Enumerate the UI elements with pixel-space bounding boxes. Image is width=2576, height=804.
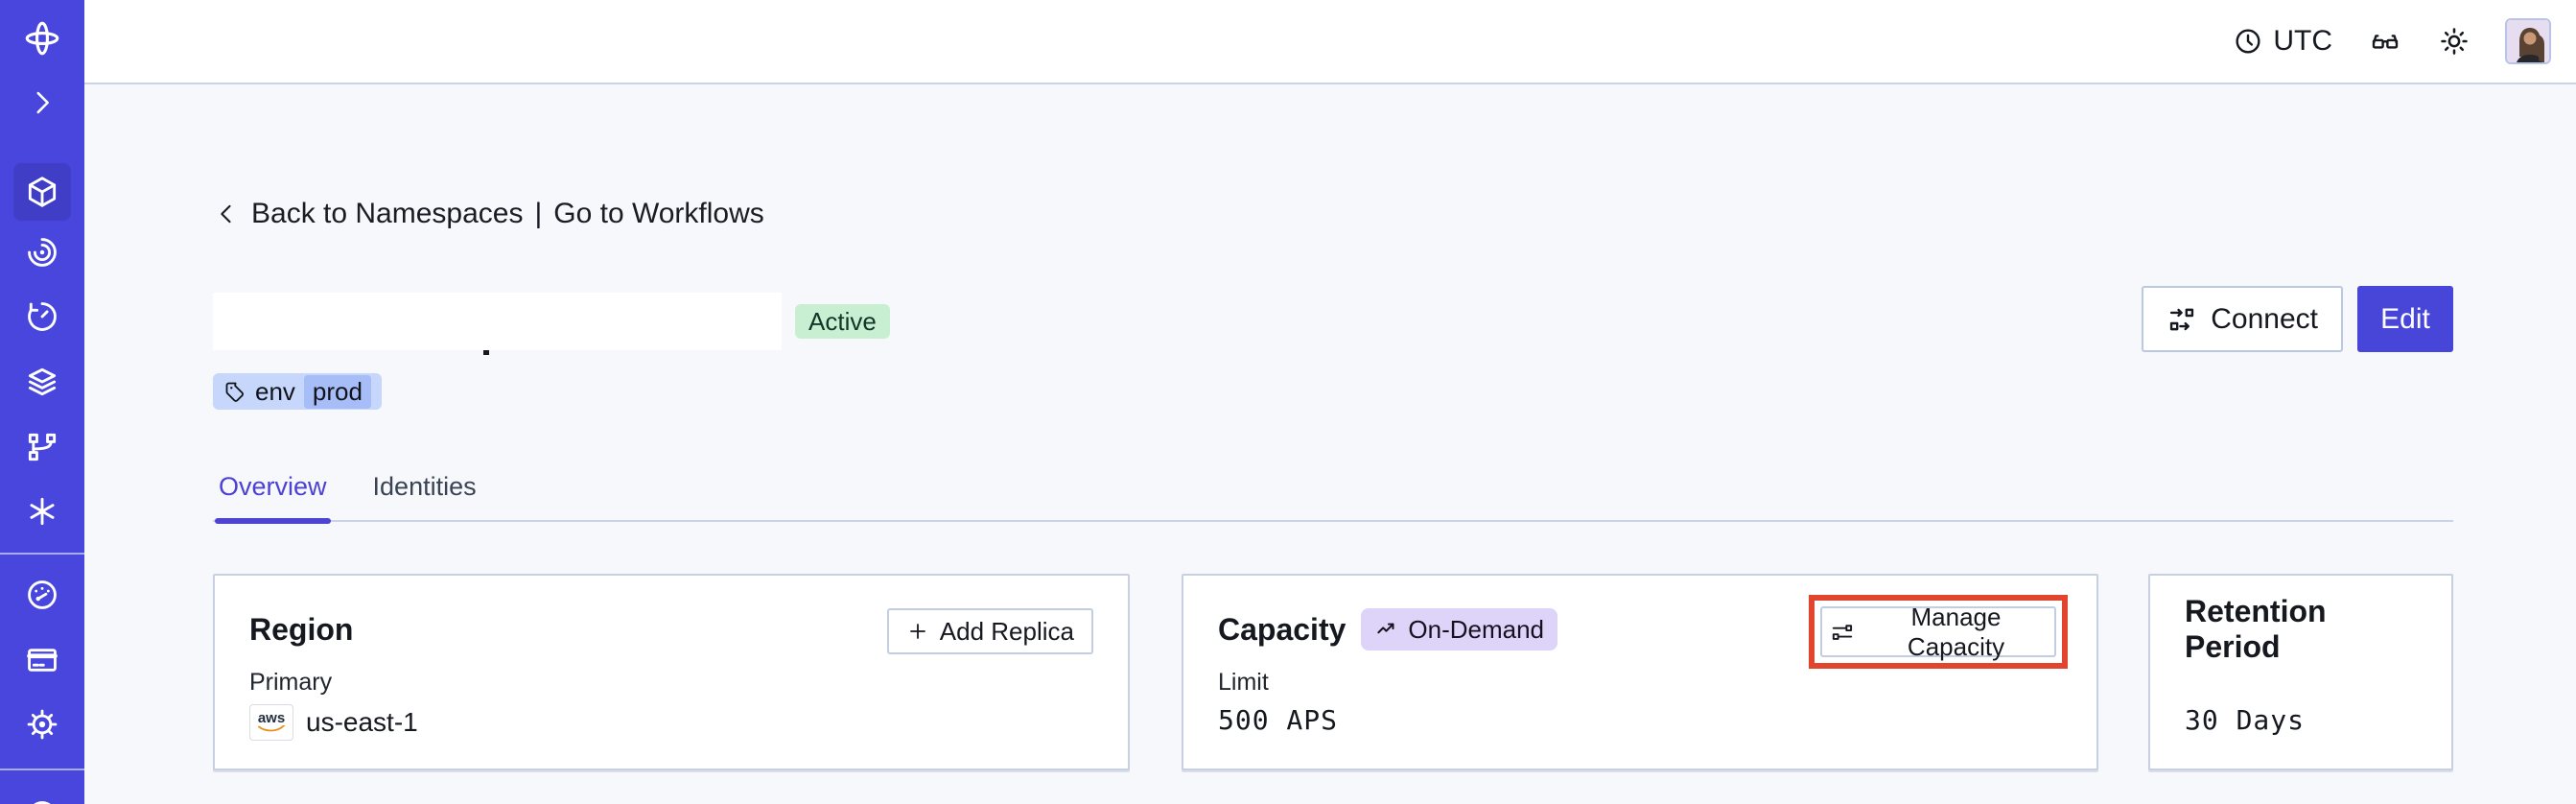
sliders-icon xyxy=(1830,620,1855,645)
temporal-logo-icon xyxy=(22,18,62,59)
swirl-icon xyxy=(24,234,60,271)
trending-up-icon xyxy=(1374,617,1399,642)
clock-icon xyxy=(2233,26,2263,57)
add-replica-label: Add Replica xyxy=(939,616,1074,646)
circle-icon xyxy=(24,797,60,804)
tab-identities[interactable]: Identities xyxy=(372,472,477,501)
flow-connect-icon xyxy=(2166,304,2197,335)
sidebar-divider xyxy=(0,769,84,770)
on-demand-badge: On-Demand xyxy=(1361,608,1558,650)
region-card-title: Region xyxy=(249,611,354,647)
sidebar-divider xyxy=(0,553,84,555)
billing-card-icon xyxy=(24,642,60,678)
cube-icon xyxy=(24,174,60,210)
sidebar-item-schedules[interactable] xyxy=(0,290,84,343)
theme-toggle-button[interactable] xyxy=(2438,25,2471,58)
sidebar xyxy=(0,0,84,804)
gauge-icon xyxy=(24,577,60,613)
aws-provider-badge: aws xyxy=(249,704,293,741)
status-badge: Active xyxy=(795,304,890,339)
edit-button[interactable]: Edit xyxy=(2357,286,2453,352)
aws-logo-text: aws xyxy=(257,710,286,726)
connect-button[interactable]: Connect xyxy=(2142,286,2343,352)
namespace-name-redacted xyxy=(213,293,782,350)
retention-value: 30 Days xyxy=(2185,704,2306,736)
gear-icon xyxy=(24,706,60,743)
sidebar-item-usage[interactable] xyxy=(0,568,84,622)
manage-capacity-button[interactable]: Manage Capacity xyxy=(1820,603,2056,661)
timer-icon xyxy=(24,298,60,335)
manage-capacity-label: Manage Capacity xyxy=(1907,602,2005,661)
sidebar-item-settings[interactable] xyxy=(0,698,84,751)
avatar-photo xyxy=(2507,20,2549,62)
capacity-value: 500 APS xyxy=(1218,704,1339,736)
region-value: us-east-1 xyxy=(306,707,418,737)
add-replica-button[interactable]: Add Replica xyxy=(886,608,1093,654)
connect-label: Connect xyxy=(2211,302,2318,335)
manage-capacity-highlight: Manage Capacity xyxy=(1809,595,2068,669)
asterisk-icon xyxy=(24,493,60,530)
codec-server-button[interactable] xyxy=(2367,26,2403,57)
tab-overview[interactable]: Overview xyxy=(215,462,331,524)
sidebar-item-namespaces[interactable] xyxy=(13,163,71,221)
sidebar-item-nexus[interactable] xyxy=(0,485,84,538)
header-actions: Connect Edit xyxy=(2142,286,2453,352)
capacity-card-title: Capacity xyxy=(1218,611,1347,647)
overview-cards: Region Add Replica Primary aws us-east-1 xyxy=(213,574,2453,770)
chevron-left-icon xyxy=(213,199,240,229)
retention-card-title: Retention Period xyxy=(2185,594,2327,664)
primary-label: Primary xyxy=(249,669,333,696)
timezone-label: UTC xyxy=(2273,25,2332,57)
branch-icon xyxy=(24,429,60,465)
plus-icon xyxy=(906,620,929,643)
timezone-selector[interactable]: UTC xyxy=(2233,25,2332,58)
namespace-header: Active Connect Edit xyxy=(213,286,2453,353)
sun-icon xyxy=(2438,25,2471,58)
tags: env prod xyxy=(213,373,2453,410)
expand-sidebar-button[interactable] xyxy=(0,76,84,130)
redacted-text-remnant xyxy=(483,350,489,355)
glasses-icon xyxy=(2367,26,2403,57)
limit-label: Limit xyxy=(1218,669,1269,696)
sidebar-item-stacks[interactable] xyxy=(0,355,84,409)
region-card: Region Add Replica Primary aws us-east-1 xyxy=(213,574,1130,770)
back-to-namespaces-link[interactable]: Back to Namespaces xyxy=(251,198,524,229)
main-content: Back to Namespaces | Go to Workflows Act… xyxy=(84,84,2576,804)
retention-card: Retention Period 30 Days xyxy=(2148,574,2453,770)
on-demand-label: On-Demand xyxy=(1408,614,1545,644)
tag-key: env xyxy=(255,376,295,406)
user-avatar[interactable] xyxy=(2505,18,2551,64)
breadcrumb-separator: | xyxy=(534,198,543,229)
layers-icon xyxy=(24,364,60,400)
sidebar-item-support[interactable] xyxy=(0,789,84,804)
edit-label: Edit xyxy=(2380,302,2430,335)
topbar: UTC xyxy=(84,0,2576,84)
chevron-right-icon xyxy=(26,86,59,119)
namespace-title-group: Active xyxy=(213,293,890,350)
sidebar-item-batch[interactable] xyxy=(0,420,84,474)
tag-value: prod xyxy=(303,374,371,409)
capacity-card: Capacity On-Demand xyxy=(1182,574,2098,770)
aws-smile-icon xyxy=(258,725,285,732)
tabs-section: Overview Identities xyxy=(213,462,2453,608)
tab-bar: Overview Identities xyxy=(213,462,2453,524)
go-to-workflows-link[interactable]: Go to Workflows xyxy=(553,198,764,229)
sidebar-item-deployments[interactable] xyxy=(0,225,84,279)
tag-icon xyxy=(223,380,246,403)
temporal-logo xyxy=(0,12,84,65)
env-tag-chip[interactable]: env prod xyxy=(213,373,382,410)
breadcrumb: Back to Namespaces | Go to Workflows xyxy=(213,195,2453,233)
sidebar-item-billing[interactable] xyxy=(0,633,84,687)
